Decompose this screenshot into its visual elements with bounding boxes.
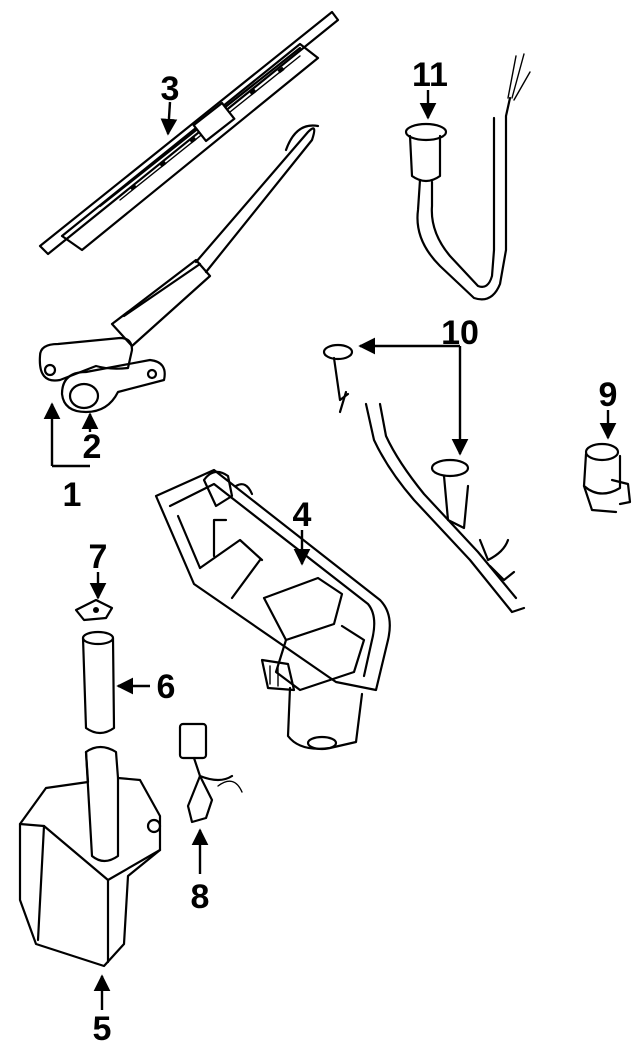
washer-reservoir — [18, 745, 162, 968]
wiper-arm — [38, 124, 320, 382]
wiper-blade — [38, 10, 340, 256]
callout-2: 2 — [83, 428, 102, 466]
callout-leaders — [43, 90, 617, 1010]
callout-3: 3 — [161, 70, 180, 108]
callout-9: 9 — [599, 376, 618, 414]
callout-10: 10 — [441, 314, 479, 352]
callout-5: 5 — [93, 1010, 112, 1045]
pivot-cap — [60, 358, 166, 414]
callout-7: 7 — [89, 538, 108, 576]
washer-pump-9 — [582, 442, 632, 514]
callout-8: 8 — [191, 878, 210, 916]
filler-tube — [81, 630, 116, 735]
washer-pump-11 — [404, 53, 531, 301]
filler-grommet — [74, 598, 114, 622]
wiring-harness — [178, 722, 243, 824]
wiper-motor-assembly — [154, 468, 391, 751]
callout-4: 4 — [293, 496, 312, 534]
callout-1: 1 — [63, 476, 82, 514]
callout-11: 11 — [412, 56, 448, 94]
washer-nozzles-hose — [322, 343, 526, 614]
callout-6: 6 — [157, 668, 176, 706]
